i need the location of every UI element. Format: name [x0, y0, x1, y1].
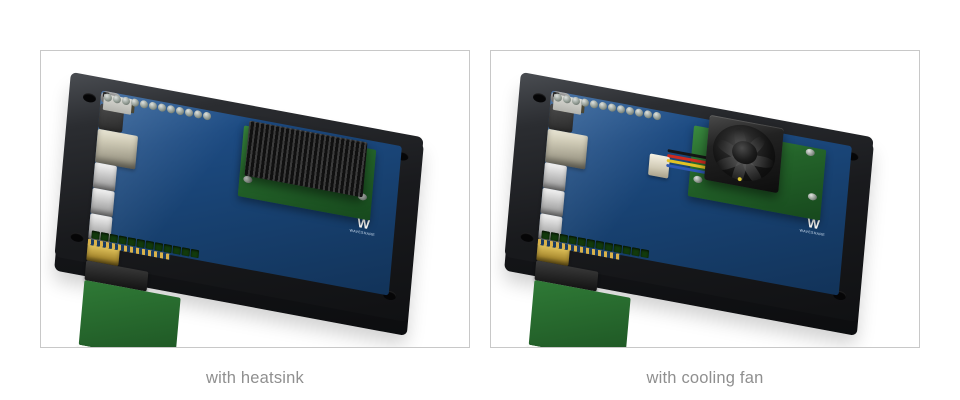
- base-mount-hole: [82, 92, 97, 104]
- product-figure-cooling-fan[interactable]: W WAVESHARE: [490, 50, 920, 400]
- product-figure-heatsink[interactable]: W WAVESHARE with heatsink: [40, 50, 470, 400]
- base-mount-hole: [70, 231, 84, 243]
- fan-mount-screw: [807, 192, 818, 202]
- fan-label-dot: [737, 176, 742, 182]
- fan-blade-hub: [710, 119, 778, 187]
- base-mount-hole: [532, 92, 547, 104]
- product-photo-heatsink[interactable]: W WAVESHARE: [40, 50, 470, 348]
- fan-mount-screw: [693, 175, 703, 184]
- figure-caption-heatsink: with heatsink: [206, 369, 304, 387]
- axial-cooling-fan: [704, 114, 784, 194]
- product-photo-cooling-fan[interactable]: W WAVESHARE: [490, 50, 920, 348]
- board-scene-heatsink: W WAVESHARE: [41, 51, 469, 347]
- base-mount-hole: [520, 231, 534, 243]
- figure-caption-cooling-fan: with cooling fan: [646, 369, 764, 387]
- board-scene-cooling-fan: W WAVESHARE: [491, 51, 919, 347]
- fan-mount-screw: [805, 148, 816, 157]
